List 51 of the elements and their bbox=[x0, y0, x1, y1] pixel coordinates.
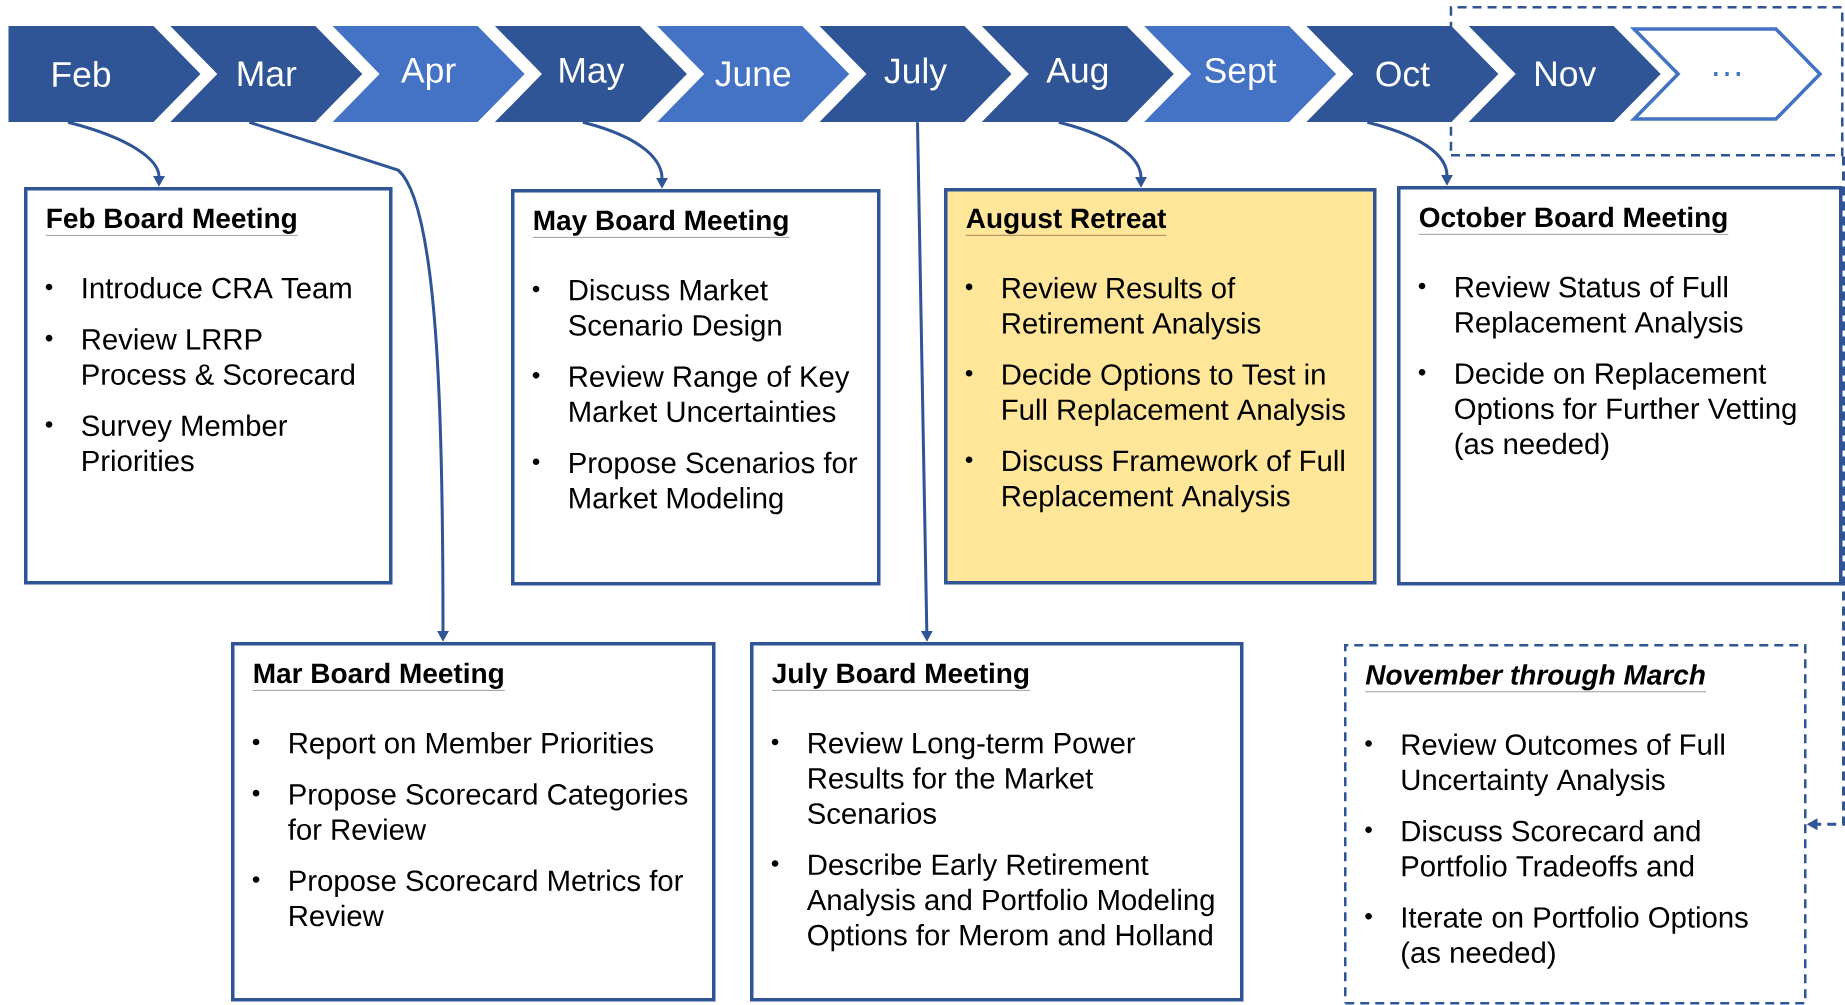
bullet-item: Discuss Framework of Full Replacement Analysis bbox=[965, 449, 1344, 513]
bullet-item: Describe Early Retirement Analysis and Portfolio Modeling Options for Merom and Holland bbox=[771, 853, 1214, 952]
node-label: Mar bbox=[238, 61, 297, 87]
bullet-item: Introduce CRA Team bbox=[45, 277, 351, 299]
box-heading: July Board Meeting bbox=[771, 662, 1031, 691]
meeting-box bbox=[1344, 644, 1807, 1005]
timeline-segment: May bbox=[494, 26, 687, 122]
box-heading: Feb Board Meeting bbox=[45, 207, 298, 236]
bullet-item: Decide Options to Test in Full Replacement Analysis bbox=[965, 363, 1345, 426]
bullet-item: Iterate on Portfolio Options (as needed) bbox=[1365, 906, 1748, 969]
timeline-segment: Mar bbox=[170, 26, 363, 122]
meeting-box bbox=[1397, 186, 1843, 586]
timeline-segment: June bbox=[657, 26, 850, 122]
timeline-segment: Aug bbox=[981, 26, 1174, 122]
timeline-segment: Oct bbox=[1306, 26, 1499, 122]
bullet-item: Discuss Scorecard and Portfolio Tradeoffs and bbox=[1365, 819, 1700, 877]
box-heading: August Retreat bbox=[965, 208, 1167, 236]
meeting-box bbox=[750, 642, 1244, 1002]
timeline-segment: Feb bbox=[8, 26, 201, 122]
node-label: Feb bbox=[53, 60, 111, 88]
bullet-item: Survey Member Priorities bbox=[45, 414, 287, 472]
bullet-item: Review Results of Retirement Analysis bbox=[965, 277, 1261, 340]
bullet-item: Propose Scorecard Metrics for Review bbox=[252, 869, 683, 927]
meeting-box bbox=[944, 188, 1377, 585]
box-heading: May Board Meeting bbox=[532, 209, 790, 238]
timeline-segment: Apr bbox=[332, 26, 525, 122]
bullet-item: Review Long-term Power Results for the Market Scenarios bbox=[771, 732, 1136, 824]
bullet-item: Propose Scorecard Categories for Review bbox=[252, 783, 688, 840]
bullet-item: Propose Scenarios for Market Modeling bbox=[532, 451, 858, 515]
dashed-frame bbox=[1449, 6, 1844, 157]
box-heading: October Board Meeting bbox=[1418, 206, 1729, 235]
bullet-item: Review LRRP Process & Scorecard bbox=[45, 328, 354, 385]
meeting-box bbox=[24, 187, 393, 585]
node-label: Aug bbox=[1046, 58, 1108, 90]
bullet-item: Review Outcomes of Full Uncertainty Analysis bbox=[1365, 733, 1724, 797]
node-label: Oct bbox=[1376, 61, 1430, 87]
bullet-item: Review Status of Full Replacement Analysis bbox=[1418, 276, 1743, 339]
timeline-segment: … bbox=[1629, 27, 1823, 121]
node-label: Nov bbox=[1536, 61, 1597, 87]
bullet-item: Discuss Market Scenario Design bbox=[532, 279, 781, 342]
timeline-segment: Nov bbox=[1468, 26, 1661, 122]
node-label: July bbox=[884, 57, 948, 91]
bullet-item: Decide on Replacement Options for Further Vetting (as needed) bbox=[1418, 362, 1796, 461]
timeline-segment: July bbox=[819, 26, 1012, 122]
box-heading: November through March bbox=[1365, 664, 1707, 692]
bullet-item: Report on Member Priorities bbox=[252, 732, 653, 760]
box-heading: Mar Board Meeting bbox=[252, 662, 505, 691]
meeting-box bbox=[511, 189, 881, 586]
bullet-item: Review Range of Key Market Uncertainties bbox=[532, 365, 850, 423]
timeline-segment: Sept bbox=[1144, 26, 1337, 122]
meeting-box bbox=[231, 642, 716, 1002]
